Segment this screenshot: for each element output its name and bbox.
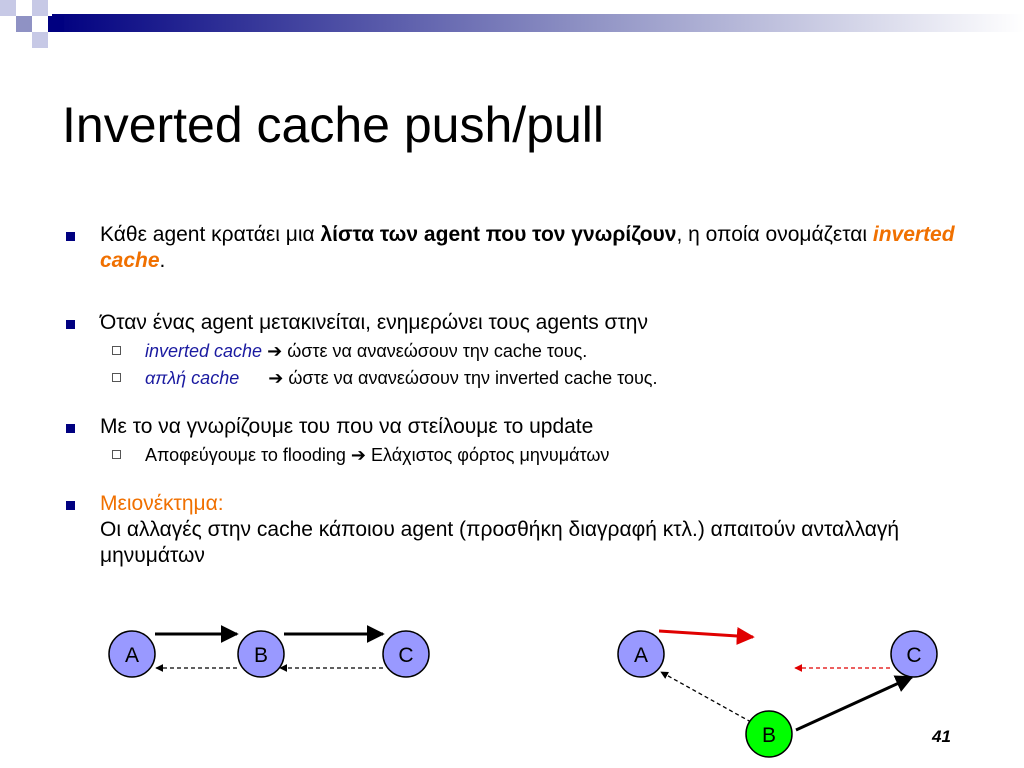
- sub-bullet-text: Ελάχιστος φόρτος μηνυμάτων: [371, 445, 610, 465]
- inverted-cache-term: inverted cache: [100, 223, 955, 272]
- node-label: C: [906, 644, 921, 667]
- push-arrow-a-red: [658, 626, 755, 645]
- node-b-right: B: [745, 710, 793, 758]
- bullet-text: Με το να γνωρίζουμε του που να στείλουμε…: [100, 415, 594, 438]
- sub-bullet-term: inverted cache: [145, 341, 263, 361]
- node-label: A: [634, 644, 648, 667]
- bullet-list: Κάθε agent κρατάει μια λίστα των agent π…: [66, 222, 986, 569]
- bullet-disadvantage: Μειονέκτημα: Οι αλλαγές στην cache κάποι…: [66, 491, 986, 569]
- sub-bullet-inverted-cache: inverted cache ➔ ώστε να ανανεώσουν την …: [66, 339, 986, 363]
- square-bullet-icon: [66, 232, 75, 241]
- bullet-bold-text: λίστα των agent που τον γνωρίζουν: [320, 223, 677, 246]
- node-label: A: [125, 644, 139, 667]
- push-arrow-b-to-c: [795, 675, 914, 732]
- arrow-icon: ➔: [267, 341, 283, 361]
- bullet-agent-list: Κάθε agent κρατάει μια λίστα των agent π…: [66, 222, 986, 274]
- decor-square: [16, 16, 32, 32]
- hollow-square-bullet-icon: [112, 373, 121, 382]
- header-gradient-bar: [52, 14, 1024, 32]
- bullet-text: , η οποία ονομάζεται: [676, 223, 873, 246]
- node-b-left: B: [237, 630, 285, 678]
- agent-diagram: A B C A C B: [108, 625, 938, 758]
- decor-square: [48, 16, 64, 32]
- square-bullet-icon: [66, 320, 75, 329]
- decor-square: [32, 32, 48, 48]
- bullet-text: .: [159, 249, 166, 272]
- node-a-right: A: [617, 630, 665, 678]
- node-label: B: [762, 724, 776, 747]
- sub-bullet-simple-cache: απλή cache ➔ ώστε να ανανεώσουν την inve…: [66, 366, 986, 390]
- arrow-icon: ➔: [268, 368, 284, 388]
- bullet-update-target: Με το να γνωρίζουμε του που να στείλουμε…: [66, 414, 986, 440]
- sub-bullet-text: ώστε να ανανεώσουν την cache τους.: [287, 341, 588, 361]
- sub-bullet-text: ώστε να ανανεώσουν την inverted cache το…: [288, 368, 658, 388]
- hollow-square-bullet-icon: [112, 450, 121, 459]
- bullet-text: Όταν ένας agent μετακινείται, ενημερώνει…: [100, 311, 648, 334]
- bullet-text: Οι αλλαγές στην cache κάποιου agent (προ…: [100, 518, 900, 567]
- hollow-square-bullet-icon: [112, 346, 121, 355]
- disadvantage-label: Μειονέκτημα:: [100, 492, 224, 515]
- arrow-icon: ➔: [350, 445, 367, 465]
- node-label: B: [254, 644, 268, 667]
- node-c-right: C: [890, 630, 938, 678]
- page-number: 41: [932, 727, 951, 746]
- sub-bullet-term: απλή cache: [145, 368, 240, 388]
- square-bullet-icon: [66, 501, 75, 510]
- sub-bullet-flooding: Αποφεύγουμε το flooding ➔ Ελάχιστος φόρτ…: [66, 443, 986, 467]
- sub-bullet-text: Αποφεύγουμε το flooding: [145, 445, 346, 465]
- decor-square: [32, 0, 48, 16]
- node-label: C: [398, 644, 413, 667]
- page-title: Inverted cache push/pull: [62, 97, 605, 153]
- node-c-left: C: [382, 630, 430, 678]
- decor-square: [0, 0, 16, 16]
- node-a-left: A: [108, 630, 156, 678]
- bullet-text: Κάθε agent κρατάει μια: [100, 223, 321, 246]
- pull-arrow-b-to-a: [660, 671, 752, 723]
- header-decoration: [0, 0, 1024, 48]
- bullet-agent-moves: Όταν ένας agent μετακινείται, ενημερώνει…: [66, 310, 986, 336]
- square-bullet-icon: [66, 424, 75, 433]
